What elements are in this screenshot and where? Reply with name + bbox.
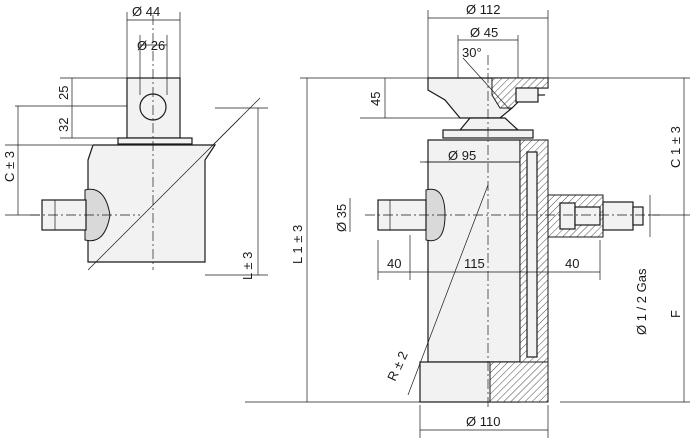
- right-view: Ø 112 Ø 45 30° 45 L 1 ± 3 Ø 95 Ø 35 40 1…: [245, 2, 690, 438]
- dim-right-f: F: [668, 310, 683, 318]
- dim-left-c: C ± 3: [2, 151, 17, 182]
- dim-right-c1: C 1 ± 3: [668, 126, 683, 168]
- dim-right-angle: 30°: [462, 45, 482, 60]
- dim-right-115: 115: [464, 256, 485, 271]
- dim-right-dia-110: Ø 110: [466, 414, 500, 429]
- dim-right-dia-35: Ø 35: [334, 204, 349, 232]
- dim-right-dia-95: Ø 95: [448, 148, 476, 163]
- left-view: Ø 44 Ø 26 25 32 C ± 3 L ± 3: [2, 4, 268, 280]
- right-head-valve: [515, 87, 539, 103]
- right-port-fitting: [547, 194, 644, 238]
- dim-left-dia-26: Ø 26: [137, 38, 165, 53]
- dim-left-dia-44: Ø 44: [132, 4, 160, 19]
- dim-right-40-left: 40: [387, 256, 401, 271]
- dim-left-32: 32: [56, 118, 71, 132]
- dim-right-45: 45: [368, 92, 383, 106]
- left-eye-block: [126, 77, 181, 139]
- dim-right-40-right: 40: [565, 256, 579, 271]
- dim-right-l1: L 1 ± 3: [290, 225, 305, 264]
- dim-right-dia-112: Ø 112: [466, 2, 500, 17]
- dim-right-radius: R ± 2: [384, 349, 411, 383]
- left-neck: [117, 137, 193, 145]
- right-base-hatch: [489, 361, 549, 403]
- dim-right-dia-45: Ø 45: [470, 25, 498, 40]
- dim-left-25: 25: [56, 86, 71, 100]
- dim-right-port: Ø 1 / 2 Gas: [634, 268, 649, 335]
- left-cylinder-body: [87, 144, 217, 263]
- right-neck: [458, 117, 520, 131]
- right-cylinder-body: [427, 139, 521, 363]
- dim-left-l: L ± 3: [240, 252, 255, 280]
